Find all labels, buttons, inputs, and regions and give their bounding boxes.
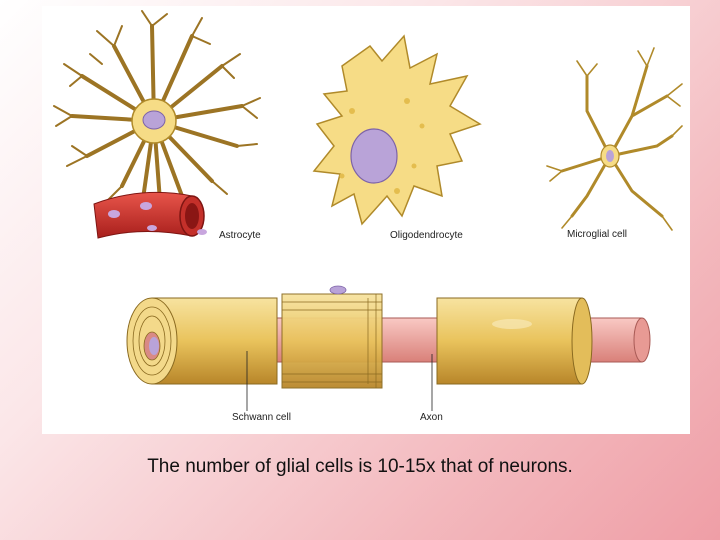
microglial-cell-label: Microglial cell	[567, 229, 628, 240]
oligodendrocyte-nucleus	[350, 128, 398, 184]
glial-cells-figure: Astrocyte Oligodendrocyte Microglial cel…	[42, 6, 690, 434]
microglial-cell-illustration	[546, 47, 683, 231]
glial-cells-illustration	[53, 10, 683, 411]
blood-vessel-illustration	[93, 191, 207, 239]
astrocyte-label: Astrocyte	[219, 230, 261, 241]
schwann-cell-label: Schwann cell	[232, 412, 291, 423]
axon-label: Axon	[420, 412, 443, 423]
label-leader-lines	[246, 351, 433, 411]
slide-caption: The number of glial cells is 10-15x that…	[147, 456, 573, 477]
microglial-nucleus	[606, 150, 614, 162]
astrocyte-nucleus	[142, 110, 166, 130]
oligodendrocyte-label: Oligodendrocyte	[390, 230, 463, 241]
oligodendrocyte-illustration	[312, 34, 482, 226]
myelinated-axon-illustration	[126, 285, 651, 389]
